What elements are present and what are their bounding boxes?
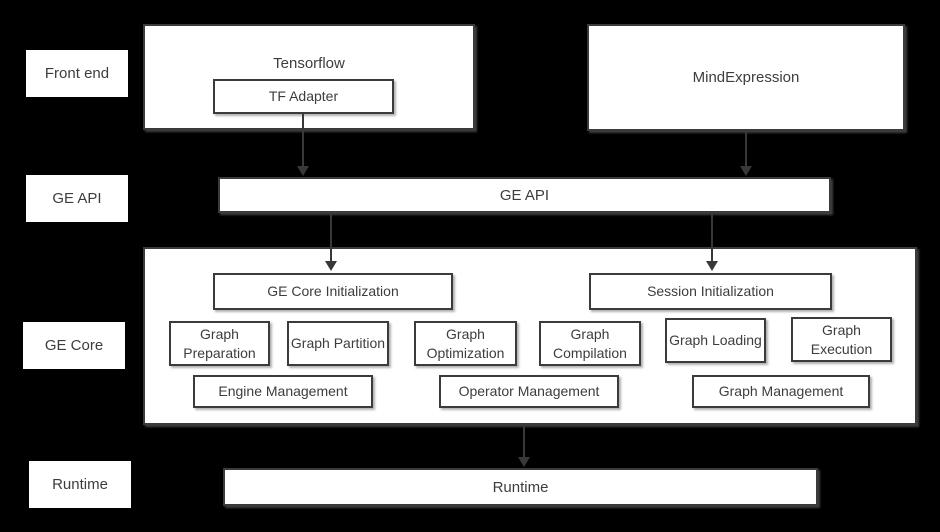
- graph-partition-box: Graph Partition: [287, 321, 389, 366]
- arrow-head-icon: [297, 166, 309, 176]
- arrow-head-icon: [740, 166, 752, 176]
- tensorflow-label: Tensorflow: [273, 55, 345, 72]
- graph-loading-box: Graph Loading: [665, 318, 766, 363]
- tf-adapter-label: TF Adapter: [268, 88, 339, 104]
- ge-api-bar-label: GE API: [499, 186, 550, 204]
- arrow-line: [745, 131, 747, 166]
- engine-management-box: Engine Management: [193, 375, 373, 408]
- stage-label: Graph Loading: [669, 332, 762, 348]
- row-label-text: GE API: [52, 190, 102, 207]
- operator-management-box: Operator Management: [439, 375, 619, 408]
- stage-label: Graph Compilation: [553, 325, 627, 361]
- arrow-mind-expression-to-ge-api: [740, 131, 752, 176]
- ge-core-initialization-label: GE Core Initialization: [267, 283, 399, 299]
- runtime-bar: Runtime: [223, 468, 818, 506]
- arrow-line: [523, 425, 525, 457]
- ge-core-initialization-box: GE Core Initialization: [213, 273, 453, 310]
- stage-label: Graph Optimization: [426, 325, 505, 361]
- arrow-head-icon: [706, 261, 718, 271]
- graph-compilation-box: Graph Compilation: [539, 321, 641, 366]
- ge-api-bar: GE API: [218, 177, 831, 213]
- arrow-head-icon: [325, 261, 337, 271]
- mind-expression-label: MindExpression: [692, 69, 800, 86]
- tf-adapter-box: TF Adapter: [213, 79, 394, 114]
- arrow-line: [302, 114, 304, 166]
- graph-execution-box: Graph Execution: [791, 317, 892, 362]
- arrow-ge-core-to-runtime: [518, 425, 530, 467]
- graph-optimization-box: Graph Optimization: [414, 321, 517, 366]
- row-label-text: Runtime: [52, 476, 108, 493]
- arrow-head-icon: [518, 457, 530, 467]
- stage-label: Graph Preparation: [183, 325, 256, 361]
- graph-preparation-box: Graph Preparation: [169, 321, 270, 366]
- arrow-ge-api-to-session-initialization: [706, 213, 718, 271]
- arrow-ge-api-to-ge-core-initialization: [325, 213, 337, 271]
- tensorflow-box: Tensorflow TF Adapter: [143, 24, 475, 130]
- arrow-line: [711, 213, 713, 261]
- stage-label: Graph Partition: [290, 335, 386, 351]
- session-initialization-label: Session Initialization: [647, 283, 774, 299]
- runtime-bar-label: Runtime: [492, 478, 549, 496]
- arrow-line: [330, 213, 332, 261]
- mind-expression-box: MindExpression: [587, 24, 905, 131]
- row-label-text: GE Core: [44, 337, 104, 354]
- row-label-ge-api: GE API: [26, 175, 128, 222]
- management-label: Operator Management: [458, 383, 600, 399]
- management-label: Graph Management: [718, 383, 844, 399]
- row-label-front-end: Front end: [26, 50, 128, 97]
- management-label: Engine Management: [218, 383, 348, 399]
- graph-management-box: Graph Management: [692, 375, 870, 408]
- session-initialization-box: Session Initialization: [589, 273, 832, 310]
- row-label-runtime: Runtime: [29, 461, 131, 508]
- row-label-text: Front end: [44, 65, 110, 82]
- stage-label: Graph Execution: [810, 321, 873, 357]
- arrow-tf-adapter-to-ge-api: [297, 114, 309, 176]
- row-label-ge-core: GE Core: [23, 322, 125, 369]
- ge-core-box: GE Core Initialization Session Initializ…: [143, 247, 917, 425]
